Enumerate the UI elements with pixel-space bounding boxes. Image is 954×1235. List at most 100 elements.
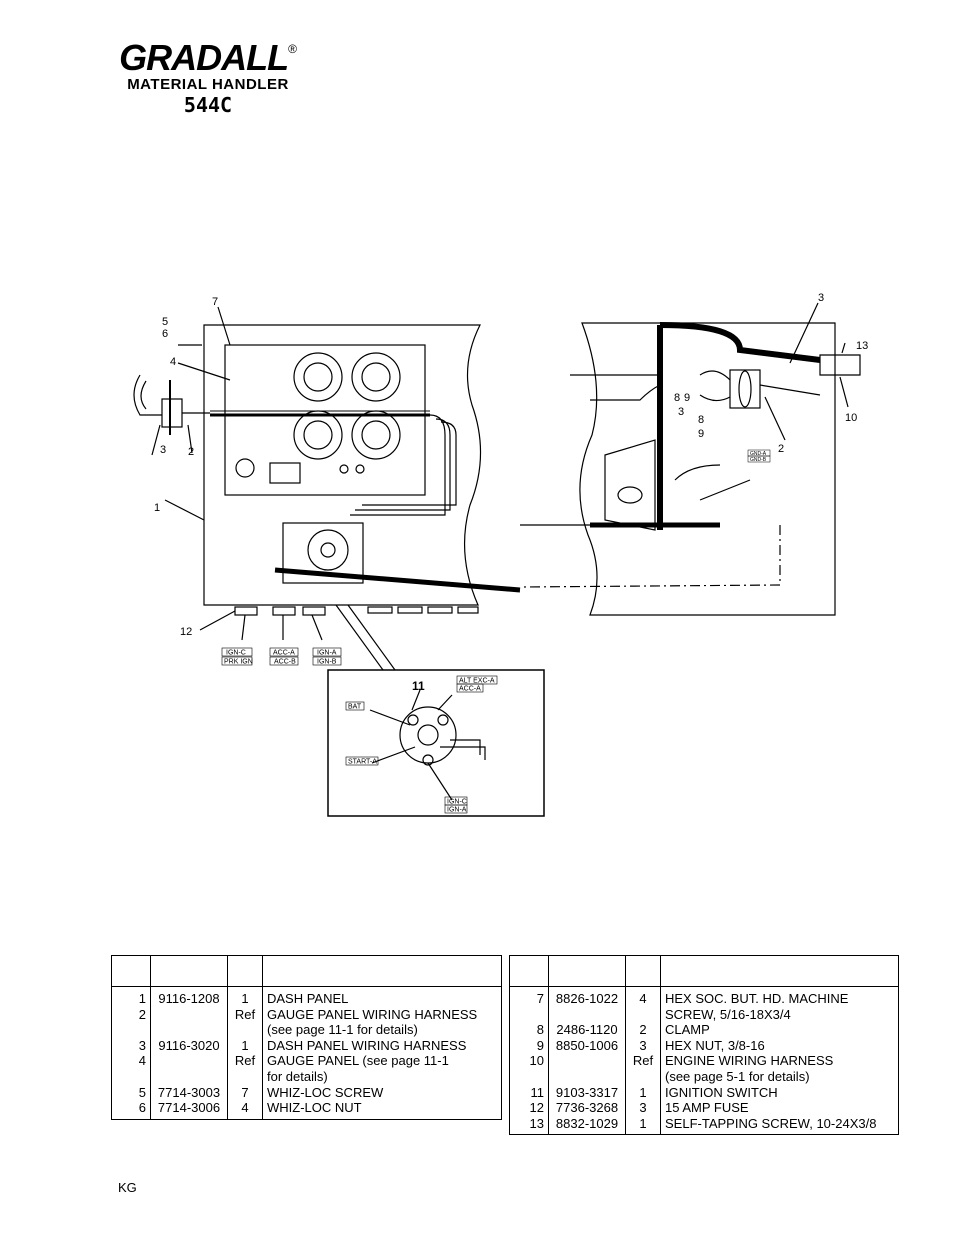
description-cell: SELF-TAPPING SCREW, 10-24X3/8 [660, 1115, 899, 1135]
engine-bulkhead [579, 322, 836, 616]
description-cell: HEX NUT, 3/8-16 [660, 1037, 899, 1054]
callout-11: 11 [412, 679, 425, 693]
item-cell: 6 [111, 1100, 151, 1120]
qty-cell: 3 [625, 1037, 661, 1054]
part-number-cell: 7736-3268 [548, 1100, 626, 1116]
item-cell: 3 [111, 1037, 151, 1054]
callout-6: 6 [162, 328, 168, 340]
item-cell: 13 [509, 1115, 549, 1135]
table-header-row [111, 955, 502, 987]
tag-switch-ign-c: IGN-C [447, 799, 467, 806]
description-cell: (see page 11-1 for details) [262, 1022, 502, 1038]
part-number-cell [548, 1006, 626, 1023]
description-cell: ENGINE WIRING HARNESS [660, 1053, 899, 1069]
item-cell: 7 [509, 986, 549, 1007]
part-number-cell [548, 1068, 626, 1085]
qty-cell: 4 [227, 1100, 263, 1120]
part-number-cell: 2486-1120 [548, 1022, 626, 1038]
registered-mark: ® [288, 42, 297, 56]
part-number-cell: 8832-1029 [548, 1115, 626, 1135]
tag-gnd-a: GND-A [750, 451, 767, 457]
callout-9-b: 9 [698, 428, 704, 440]
part-number-cell [150, 1006, 228, 1023]
part-number-cell [150, 1068, 228, 1085]
description-cell: IGNITION SWITCH [660, 1084, 899, 1101]
part-number-cell [150, 1022, 228, 1038]
callout-9-a: 9 [684, 392, 690, 404]
description-cell: for details) [262, 1068, 502, 1085]
description-cell: DASH PANEL WIRING HARNESS [262, 1037, 502, 1054]
item-cell: 12 [509, 1100, 549, 1116]
item-cell: 1 [111, 986, 151, 1007]
model-number: 544C [183, 93, 233, 117]
tag-gnd-b: GND-B [750, 457, 767, 463]
tag-switch-acc-a: ACC-A [459, 686, 481, 693]
callout-3-right: 3 [818, 292, 824, 304]
ignition-switch-detail [327, 669, 545, 817]
callout-2-left: 2 [188, 446, 194, 458]
callout-4: 4 [170, 356, 176, 368]
qty-cell: 4 [625, 986, 661, 1007]
item-cell: 11 [509, 1084, 549, 1101]
tag-acc-a: ACC-A [273, 650, 295, 657]
part-number-cell: 7714-3006 [150, 1100, 228, 1120]
callout-2-right: 2 [778, 443, 784, 455]
callout-8-a: 8 [674, 392, 680, 404]
tag-ign-b: IGN-B [317, 659, 337, 666]
part-number-cell: 9116-3020 [150, 1037, 228, 1054]
item-cell: 10 [509, 1053, 549, 1069]
gauge-cluster [293, 352, 401, 460]
subtitle: MATERIAL HANDLER [127, 76, 289, 93]
description-cell: GAUGE PANEL WIRING HARNESS [262, 1006, 502, 1023]
part-number-cell: 7714-3003 [150, 1084, 228, 1101]
callout-7: 7 [212, 296, 218, 308]
part-number-cell [548, 1053, 626, 1069]
wiring-diagram: 3 2 1 4 5 6 7 12 3 13 10 2 8 9 3 8 9 11 … [133, 292, 868, 817]
item-cell: 8 [509, 1022, 549, 1038]
qty-cell [625, 1006, 661, 1023]
qty-cell: 7 [227, 1084, 263, 1101]
callout-5: 5 [162, 316, 168, 328]
part-number-cell: 9103-3317 [548, 1084, 626, 1101]
qty-cell: 1 [227, 986, 263, 1007]
description-cell: 15 AMP FUSE [660, 1100, 899, 1116]
part-number-cell: 8850-1006 [548, 1037, 626, 1054]
item-cell: 9 [509, 1037, 549, 1054]
tag-ign-c: IGN-C [226, 650, 246, 657]
gauge-panel [224, 344, 426, 496]
callout-1: 1 [154, 502, 160, 514]
description-cell: HEX SOC. BUT. HD. MACHINE [660, 986, 899, 1007]
part-number-cell: 8826-1022 [548, 986, 626, 1007]
item-cell [111, 1022, 151, 1038]
qty-cell: 1 [227, 1037, 263, 1054]
description-cell: WHIZ-LOC SCREW [262, 1084, 502, 1101]
qty-cell: 1 [625, 1115, 661, 1135]
qty-cell: Ref [625, 1053, 661, 1069]
callout-10: 10 [845, 412, 857, 424]
tag-ign-a: IGN-A [317, 650, 337, 657]
callout-3-left: 3 [160, 444, 166, 456]
part-number-cell [150, 1053, 228, 1069]
callout-12: 12 [180, 626, 192, 638]
qty-cell [227, 1022, 263, 1038]
table-row: SCREW, 5/16-18X3/4 [509, 1006, 899, 1023]
item-cell [509, 1006, 549, 1023]
tag-alt-exc-a: ALT EXC-A [459, 678, 495, 685]
table-header-row [509, 955, 899, 987]
tag-prk-ign: PRK IGN [224, 659, 253, 666]
qty-cell: Ref [227, 1006, 263, 1023]
